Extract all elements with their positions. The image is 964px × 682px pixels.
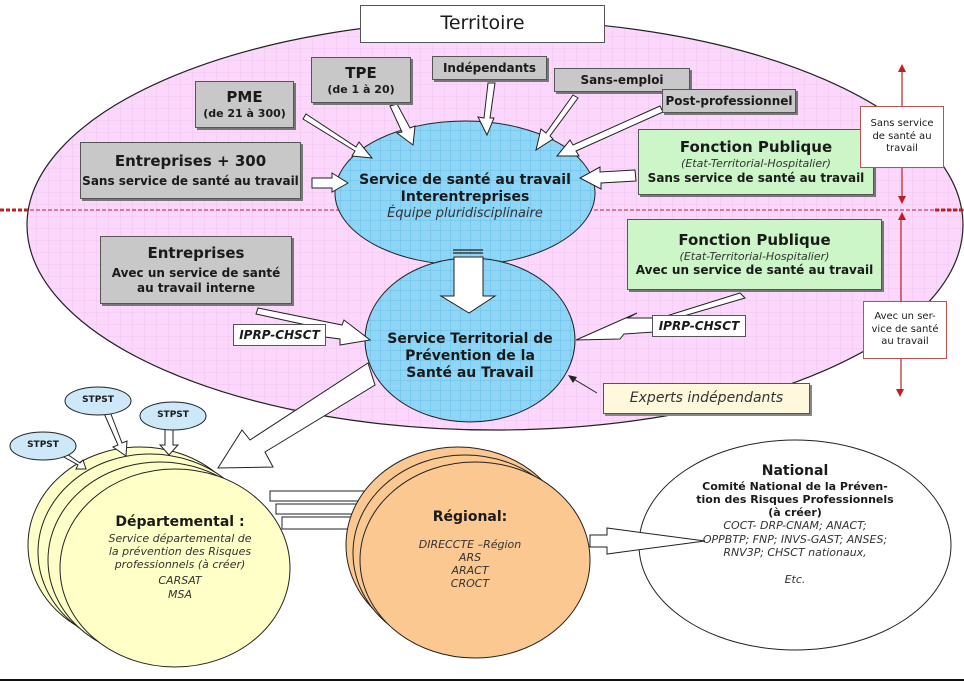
avec-arrow-down-head xyxy=(896,389,904,397)
sst-inter-line1: Service de santé au travail xyxy=(359,172,571,188)
departemental-l3: professionnels (à créer) xyxy=(114,558,246,572)
national-label: National Comité National de la Préven- t… xyxy=(660,463,930,586)
stpst-territorial-label: Service Territorial de Prévention de la … xyxy=(375,331,565,381)
side-sans-l2: de santé au xyxy=(872,130,932,142)
departemental-l1: Service départemental de xyxy=(108,531,252,545)
departemental-stack xyxy=(27,446,291,668)
stpst-bubble-3-text: STPST xyxy=(27,440,59,450)
territorial-line1: Service Territorial de xyxy=(387,331,553,347)
experts-independants-box: Experts indépendants xyxy=(603,383,810,414)
departemental-l5: MSA xyxy=(168,587,192,601)
stpst-bubble-1-shape xyxy=(64,386,132,416)
sst-inter-label: Service de santé au travail Interentrepr… xyxy=(345,172,585,221)
box-post-professionnel: Post-professionnel xyxy=(662,89,796,113)
national-l4: Etc. xyxy=(784,572,806,586)
side-sans-l3: travail xyxy=(886,143,918,155)
stpst-bubble-3: STPST xyxy=(15,440,71,451)
avec-arrow-up-head xyxy=(898,212,906,220)
sans-arrow-up-head xyxy=(898,64,906,72)
stpst-bubble-3-shape xyxy=(9,431,77,461)
side-label-avec-service: Avec un ser- vice de santé au travail xyxy=(863,301,947,359)
territorial-to-departemental-arrow xyxy=(217,362,376,469)
experts-pointer-head xyxy=(568,375,577,383)
title-territoire: Territoire xyxy=(360,5,605,43)
iprp-left-text: IPRP-CHSCT xyxy=(239,327,320,342)
box-fonction-publique-avec: Fonction Publique (Etat-Territorial-Hosp… xyxy=(627,219,882,290)
side-label-sans-service: Sans service de santé au travail xyxy=(860,106,944,168)
stpst-arrows xyxy=(61,408,180,470)
tpe-sub: (de 1 à 20) xyxy=(327,82,395,96)
sst-to-territorial-arrow xyxy=(439,249,497,314)
regional-label: Régional: DIRECCTE –Région ARS ARACT CRO… xyxy=(395,509,545,591)
iprp-right-text: IPRP-CHSCT xyxy=(658,318,740,333)
national-l1: COCT- DRP-CNAM; ANACT; xyxy=(723,519,867,533)
experts-text: Experts indépendants xyxy=(629,389,784,406)
regional-title: Régional: xyxy=(432,509,508,525)
regional-stack xyxy=(345,446,591,659)
title-text: Territoire xyxy=(440,12,525,35)
pme-sub: (de 21 à 300) xyxy=(203,107,286,120)
departemental-label: Départemental : Service départemental de… xyxy=(85,514,275,601)
fp-avec-title: Fonction Publique xyxy=(678,230,831,249)
sst-inter-line2: Interentreprises xyxy=(400,188,530,205)
fp-sans-italic: (Etat-Territorial-Hospitalier) xyxy=(681,157,831,170)
entreprises300-sub: Sans service de santé au travail xyxy=(82,173,299,188)
regional-l4: CROCT xyxy=(450,577,490,591)
experts-pointer-line xyxy=(571,377,598,394)
iprp-chsct-left: IPRP-CHSCT xyxy=(233,324,326,346)
national-b3: (à créer) xyxy=(768,506,822,520)
box-tpe: TPE (de 1 à 20) xyxy=(311,57,411,103)
fp-avec-sub: Avec un service de santé au travail xyxy=(635,263,874,278)
stpst-bubble-2: STPST xyxy=(145,410,201,421)
box-independants: Indépendants xyxy=(432,56,547,80)
regional-l3: ARACT xyxy=(451,564,489,578)
fp-avec-italic: (Etat-Territorial-Hospitalier) xyxy=(679,249,830,263)
stpst-bubble-2-text: STPST xyxy=(157,410,189,420)
fp-sans-sub: Sans service de santé au travail xyxy=(647,170,865,185)
iprp-chsct-right: IPRP-CHSCT xyxy=(652,315,746,337)
sst-inter-line3: Équipe pluridisciplinaire xyxy=(387,205,543,221)
pme-title: PME xyxy=(226,88,263,107)
entreprises-avec-sub1: Avec un service de santé xyxy=(111,265,281,280)
departemental-l2: la prévention des Risques xyxy=(108,544,252,558)
regional-to-national-arrow xyxy=(589,527,706,555)
stpst-bubble-2-shape xyxy=(139,401,207,431)
national-l2: OPPBTP; FNP; INVS-GAST; ANSES; xyxy=(702,532,888,546)
national-title: National xyxy=(761,463,829,479)
side-avec-l2: vice de santé xyxy=(871,323,939,335)
post-pro-title: Post-professionnel xyxy=(665,93,793,108)
arrows-into-sst-inter xyxy=(302,82,664,193)
box-fonction-publique-sans: Fonction Publique (Etat-Territorial-Hosp… xyxy=(638,129,874,195)
entreprises-avec-sub2: au travail interne xyxy=(136,280,256,295)
fp-sans-title: Fonction Publique xyxy=(679,138,833,157)
national-b1: Comité National de la Préven- xyxy=(702,479,888,493)
territorial-line2: Prévention de la xyxy=(405,347,535,364)
tpe-title: TPE xyxy=(345,63,377,82)
sans-arrow-down-head xyxy=(898,196,906,204)
box-entreprises-300: Entreprises + 300 Sans service de santé … xyxy=(80,142,301,199)
regional-l1: DIRECCTE –Région xyxy=(418,537,522,551)
entreprises-avec-title: Entreprises xyxy=(147,244,245,263)
territorial-line3: Santé au Travail xyxy=(406,364,534,381)
sans-emploi-title: Sans-emploi xyxy=(580,72,664,87)
regional-l2: ARS xyxy=(458,550,482,564)
box-entreprises-avec: Entreprises Avec un service de santé au … xyxy=(100,236,292,304)
side-avec-l3: au travail xyxy=(881,336,929,348)
independants-title: Indépendants xyxy=(442,60,537,75)
box-sans-emploi: Sans-emploi xyxy=(554,68,690,92)
national-l3: RNV3P; CHSCT nationaux, xyxy=(723,545,867,559)
stpst-bubble-1-text: STPST xyxy=(82,395,114,405)
national-b2: tion des Risques Professionnels xyxy=(696,492,894,506)
entreprises300-title: Entreprises + 300 xyxy=(114,152,267,171)
departemental-title: Départemental : xyxy=(115,514,245,530)
side-sans-l1: Sans service xyxy=(870,118,934,130)
departemental-l4: CARSAT xyxy=(158,574,202,588)
side-avec-l1: Avec un ser- xyxy=(874,311,936,323)
box-pme: PME (de 21 à 300) xyxy=(195,81,294,128)
stpst-bubble-1: STPST xyxy=(70,395,126,406)
